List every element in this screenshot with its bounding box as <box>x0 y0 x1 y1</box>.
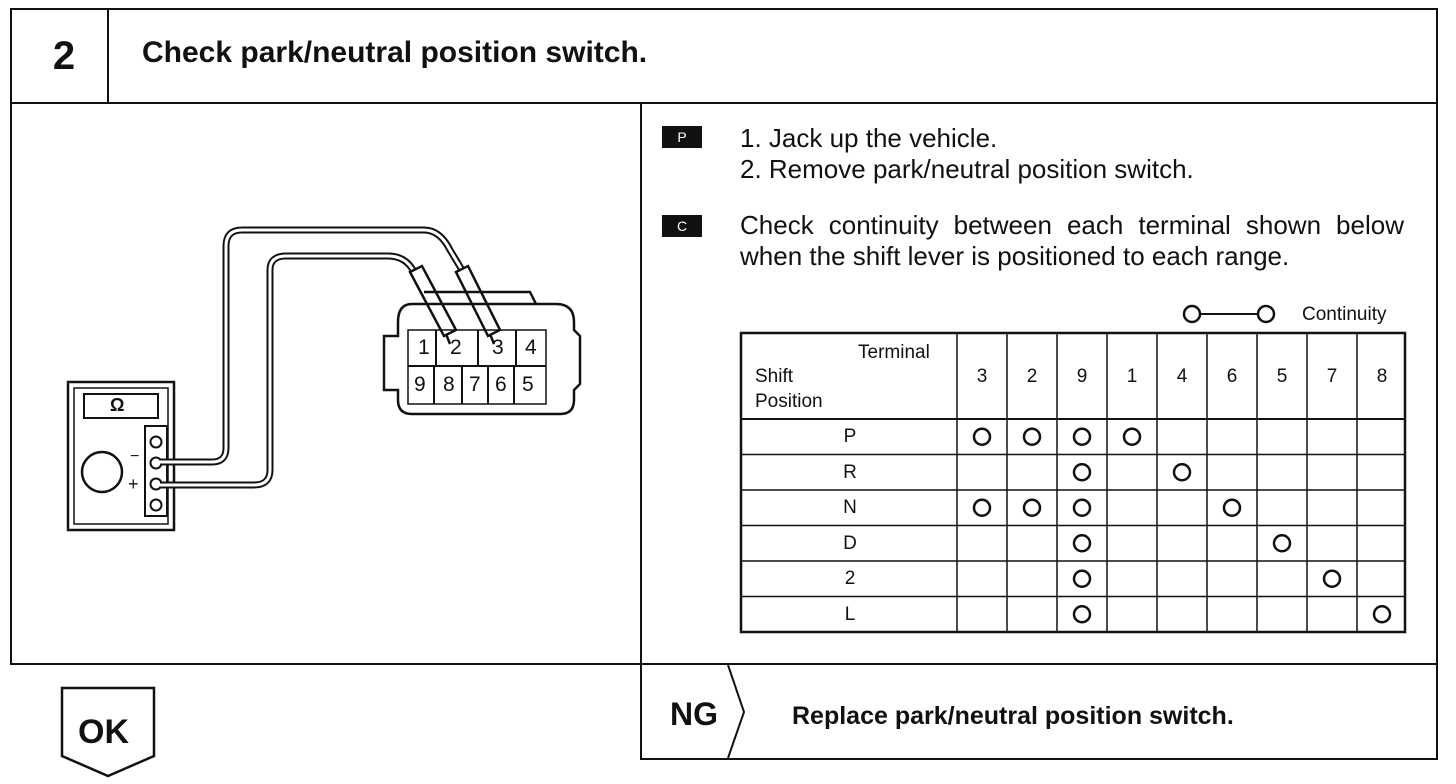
ohmmeter <box>66 380 176 532</box>
terminal-header-6: 6 <box>1226 366 1238 387</box>
continuity-terminal-mark <box>1222 498 1242 517</box>
continuity-terminal-mark <box>1372 605 1392 624</box>
continuity-terminal-mark <box>972 427 992 446</box>
header-divider <box>107 8 109 104</box>
meter-plus-sign: + <box>128 474 139 494</box>
shift-position-label: 2 <box>844 568 856 589</box>
prep-step-1: 1. Jack up the vehicle. <box>740 123 998 153</box>
continuity-legend-symbol <box>1182 304 1276 324</box>
page-title: Check park/neutral position switch. <box>142 36 648 69</box>
table-header-position: Position <box>755 391 823 412</box>
terminal-header-3: 3 <box>976 366 988 387</box>
continuity-terminal-mark <box>1072 427 1092 446</box>
connector-pin-label: 6 <box>495 373 507 396</box>
shift-position-label: R <box>843 461 857 483</box>
continuity-terminal-mark <box>1072 569 1092 588</box>
test-probes <box>408 264 502 345</box>
shift-position-label: P <box>843 426 857 447</box>
meter-minus-sign: − <box>130 448 140 465</box>
continuity-terminal-mark <box>1072 534 1092 553</box>
ng-result-box <box>640 663 1438 760</box>
check-instruction: Check continuity between each terminal s… <box>740 210 1404 271</box>
terminal-header-4: 4 <box>1176 366 1188 387</box>
continuity-terminal-mark <box>972 498 992 517</box>
shift-position-label: N <box>843 497 857 518</box>
continuity-terminal-mark <box>1072 498 1092 517</box>
ohm-symbol: Ω <box>110 395 125 415</box>
connector-pin-label: 9 <box>414 373 426 396</box>
content-divider <box>640 102 642 665</box>
terminal-header-7: 7 <box>1326 366 1338 387</box>
table-header-shift: Shift <box>755 366 794 387</box>
terminal-header-1: 1 <box>1126 366 1138 387</box>
ng-arrow-divider <box>727 664 746 759</box>
continuity-terminal-mark <box>1122 427 1142 446</box>
connector-pin-label: 4 <box>525 336 537 359</box>
continuity-terminal-mark <box>1022 427 1042 446</box>
continuity-terminal-mark <box>1272 534 1292 553</box>
terminal-header-5: 5 <box>1276 366 1288 387</box>
connector-pin-label: 8 <box>443 373 455 396</box>
connector-housing <box>382 290 582 416</box>
table-border <box>739 331 1407 634</box>
prep-step-2: 2. Remove park/neutral position switch. <box>740 154 1194 184</box>
connector-pin-label: 7 <box>469 373 481 396</box>
prep-tag: P <box>662 126 702 148</box>
test-leads <box>160 226 466 489</box>
continuity-terminal-mark <box>1022 498 1042 517</box>
continuity-legend-label: Continuity <box>1302 304 1387 325</box>
continuity-marks <box>972 427 1392 624</box>
terminal-header-2: 2 <box>1026 366 1038 387</box>
continuity-terminal-mark <box>1072 605 1092 624</box>
connector-pin-label: 2 <box>450 336 462 359</box>
ok-arrow <box>60 686 156 778</box>
connector-pin-label: 3 <box>492 336 504 359</box>
continuity-table <box>739 331 1407 634</box>
shift-position-label: D <box>843 532 857 554</box>
shift-position-label: L <box>844 603 856 625</box>
ok-label: OK <box>78 713 129 751</box>
ng-label: NG <box>670 696 718 732</box>
terminal-header-9: 9 <box>1076 366 1088 387</box>
ng-action: Replace park/neutral position switch. <box>792 702 1234 730</box>
connector-pin-label: 1 <box>418 336 430 359</box>
terminal-header-8: 8 <box>1376 366 1388 387</box>
continuity-terminal-mark <box>1322 569 1342 588</box>
continuity-terminal-mark <box>1172 463 1192 482</box>
continuity-terminal-mark <box>1072 463 1092 482</box>
check-tag: C <box>662 215 702 237</box>
table-header-terminal: Terminal <box>858 342 930 363</box>
step-number: 2 <box>52 34 76 78</box>
connector-pin-label: 5 <box>522 373 534 396</box>
